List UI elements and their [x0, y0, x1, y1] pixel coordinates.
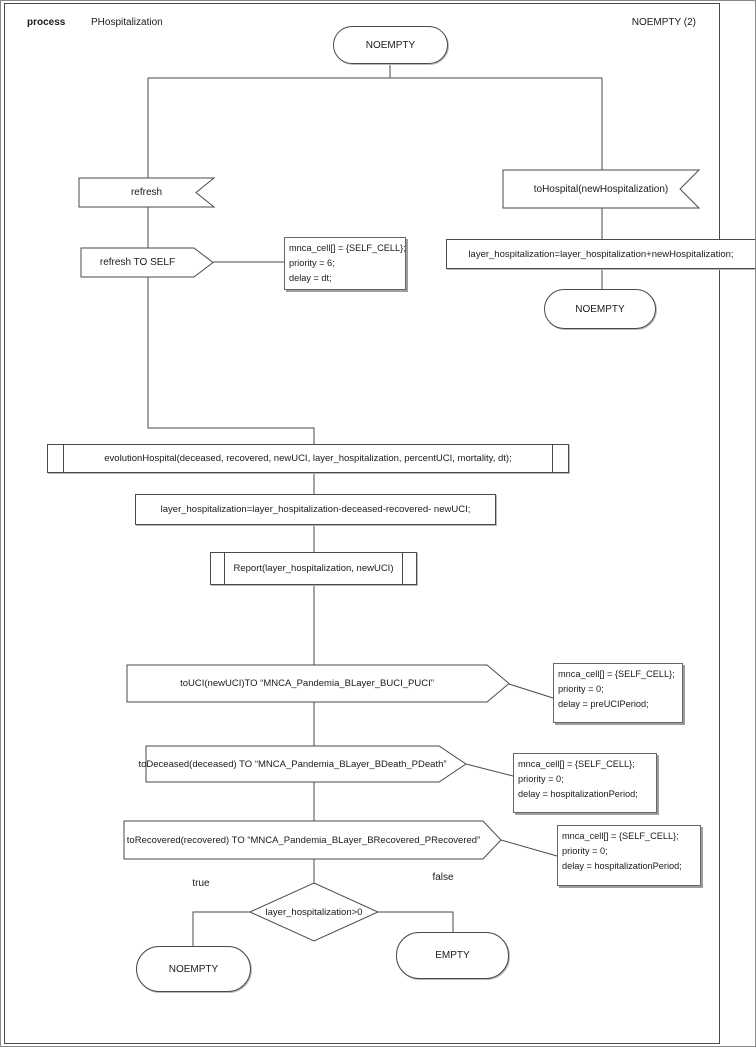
state-noempty-true-branch: NOEMPTY	[136, 946, 251, 992]
comment-deceased-params: mnca_cell[] = {SELF_CELL}; priority = 0;…	[513, 753, 657, 813]
state-empty-false-branch: EMPTY	[396, 932, 509, 979]
comment-uci-params: mnca_cell[] = {SELF_CELL}; priority = 0;…	[553, 663, 683, 723]
page-reference: NOEMPTY (2)	[631, 17, 696, 28]
decision-diamond-shape	[248, 882, 380, 942]
output-signal-shape-torecovered	[123, 820, 502, 860]
task-subtract-hospitalization: layer_hospitalization=layer_hospitalizat…	[135, 494, 496, 525]
comment-line: mnca_cell[] = {SELF_CELL};	[289, 243, 406, 253]
procedure-bar	[552, 445, 553, 472]
comment-line: priority = 0;	[558, 684, 604, 694]
comment-line: delay = dt;	[289, 273, 332, 283]
process-kind-label: process	[27, 17, 66, 28]
connector-false-branch	[378, 911, 454, 932]
procedure-call-label: evolutionHospital(deceased, recovered, n…	[104, 453, 512, 464]
comment-line: mnca_cell[] = {SELF_CELL};	[518, 759, 635, 769]
comment-leader	[500, 839, 558, 857]
input-signal-shape-tohospital	[502, 169, 701, 209]
state-noempty-after-hospital: NOEMPTY	[544, 289, 656, 329]
output-signal-shape-todeceased	[145, 745, 467, 783]
comment-leader	[465, 763, 514, 777]
procedure-call-evolution-hospital: evolutionHospital(deceased, recovered, n…	[47, 444, 569, 473]
comment-line: delay = hospitalizationPeriod;	[518, 789, 638, 799]
comment-leader	[508, 683, 554, 699]
input-signal-shape-refresh	[78, 177, 216, 208]
decision-false-label: false	[432, 872, 454, 883]
comment-line: priority = 0;	[518, 774, 564, 784]
comment-line: priority = 0;	[562, 846, 608, 856]
procedure-bar	[402, 553, 403, 584]
comment-refresh-params: mnca_cell[] = {SELF_CELL}; priority = 6;…	[284, 237, 406, 290]
decision-true-label: true	[192, 878, 210, 889]
comment-line: mnca_cell[] = {SELF_CELL};	[558, 669, 675, 679]
procedure-bar	[63, 445, 64, 472]
procedure-call-label: Report(layer_hospitalization, newUCI)	[233, 563, 394, 574]
task-add-hospitalization: layer_hospitalization=layer_hospitalizat…	[446, 239, 755, 269]
connector	[147, 277, 315, 444]
process-frame	[4, 3, 720, 1044]
output-signal-shape-refresh-self	[80, 247, 214, 278]
procedure-bar	[224, 553, 225, 584]
process-name: PHospitalization	[91, 17, 163, 28]
state-start-noempty: NOEMPTY	[333, 26, 448, 64]
comment-line: delay = hospitalizationPeriod;	[562, 861, 682, 871]
connector-true-branch	[192, 911, 250, 946]
procedure-call-report: Report(layer_hospitalization, newUCI)	[210, 552, 417, 585]
comment-line: priority = 6;	[289, 258, 335, 268]
comment-line: delay = preUCIPeriod;	[558, 699, 649, 709]
comment-line: mnca_cell[] = {SELF_CELL};	[562, 831, 679, 841]
output-signal-shape-touci	[126, 664, 510, 703]
comment-recovered-params: mnca_cell[] = {SELF_CELL}; priority = 0;…	[557, 825, 701, 886]
